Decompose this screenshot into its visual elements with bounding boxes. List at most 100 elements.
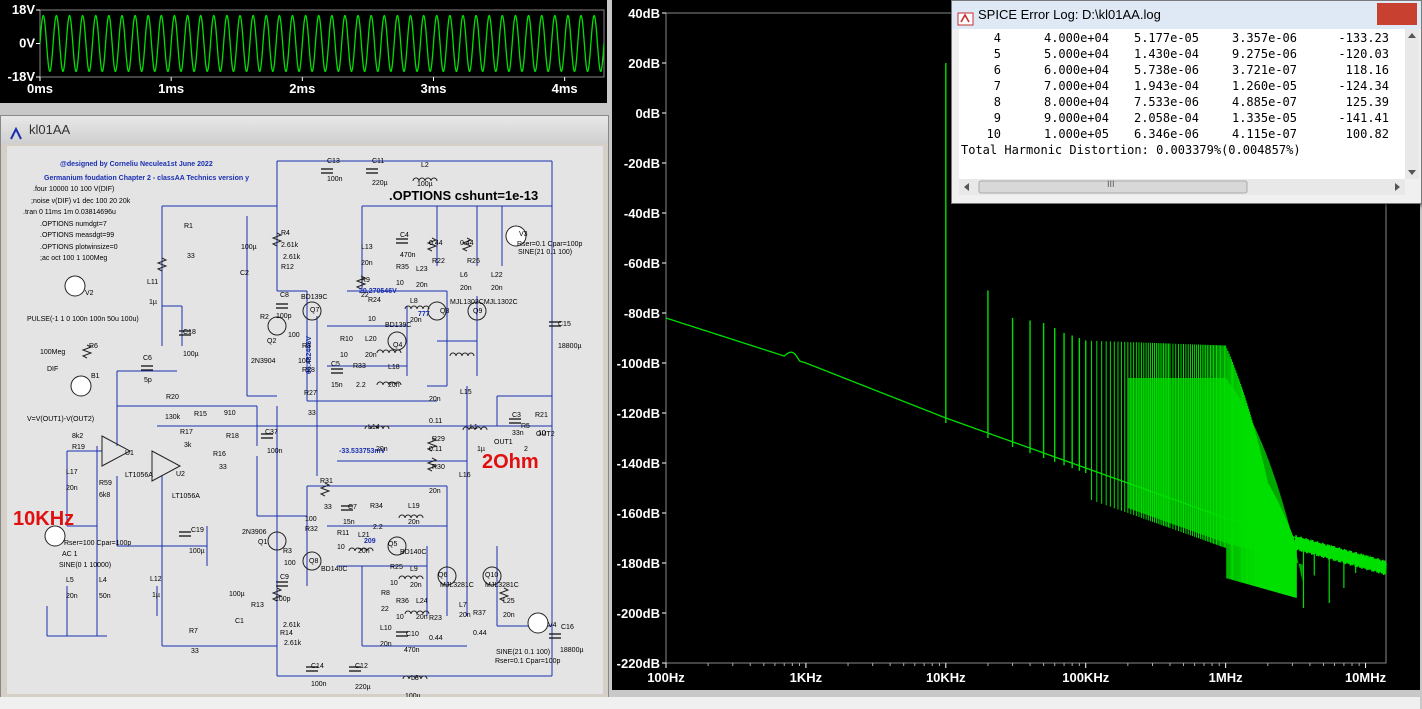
voltage-source-symbol <box>64 275 86 297</box>
schematic-component-label: R36 <box>396 598 409 605</box>
schematic-component-label: 2.61k <box>283 254 301 261</box>
schematic-component-label: V2 <box>85 290 94 297</box>
schematic-component-label: L7 <box>459 602 467 609</box>
schematic-component-label: C11 <box>372 158 385 165</box>
schematic-subtitle: Germanium foudation Chapter 2 - classAA … <box>44 175 249 182</box>
transistor-symbol <box>387 331 407 351</box>
schematic-component-label: R12 <box>281 264 294 271</box>
schematic-component-label: C10 <box>406 631 419 638</box>
schematic-component-label: C19 <box>191 527 204 534</box>
resistor-symbol <box>271 587 283 602</box>
inductor-symbol <box>404 610 430 615</box>
schematic-component-label: 100 <box>305 516 317 523</box>
fft-spectrum-chart: 40dB20dB0dB-20dB-40dB-60dB-80dB-100dB-12… <box>617 6 1387 685</box>
schematic-component-label: R17 <box>180 429 193 436</box>
schematic-component-label: BD140C <box>321 566 348 573</box>
schematic-component-label: R7 <box>189 628 198 635</box>
schematic-component-label: 18800µ <box>558 343 582 350</box>
log-vertical-scrollbar[interactable] <box>1405 29 1419 179</box>
resistor-symbol <box>426 457 438 472</box>
schematic-component-label: R20 <box>166 394 179 401</box>
log-horizontal-scrollbar[interactable]: III <box>959 179 1405 195</box>
schematic-component-label: 20n <box>416 282 428 289</box>
fft-y-tick-label: -60dB <box>624 256 660 271</box>
schematic-canvas[interactable]: @designed by Corneliu Neculea1st June 20… <box>7 146 603 700</box>
schematic-component-label: R10 <box>340 336 353 343</box>
schematic-component-label: 33n <box>512 430 524 437</box>
node-label-209: 209 <box>364 538 376 545</box>
schematic-component-label: Q1 <box>258 539 268 546</box>
fft-y-tick-label: -220dB <box>617 656 660 671</box>
log-titlebar[interactable]: SPICE Error Log: D:\kl01AA.log <box>952 1 1421 29</box>
schematic-component-label: Q10 <box>485 572 499 579</box>
schematic-component-label: 0.44 <box>429 240 443 247</box>
schematic-component-label: L1 <box>470 424 478 431</box>
voltage-source-symbol <box>70 375 92 397</box>
frequency-annotation: 10KHz <box>13 508 75 530</box>
harmonic-table-cell: 118.16 <box>1345 63 1389 77</box>
schematic-component-label: R32 <box>305 526 318 533</box>
harmonic-table-cell: -133.23 <box>1338 31 1389 45</box>
schematic-component-label: R19 <box>72 444 85 451</box>
schematic-component-label: 18800µ <box>560 647 584 654</box>
schematic-component-label: U2 <box>176 471 185 478</box>
fft-y-tick-label: 20dB <box>628 56 660 71</box>
harmonic-table-cell: 1.260e-05 <box>1231 79 1297 93</box>
schematic-component-label: R2 <box>260 314 269 321</box>
schematic-component-label: 10 <box>396 280 404 287</box>
schematic-component-label: LT1056A <box>172 493 200 500</box>
transient-x-tick-label: 1ms <box>158 81 184 96</box>
resistor-symbol <box>81 344 93 359</box>
schematic-component-label: 20n <box>460 285 472 292</box>
spice-directive: .OPTIONS numdgt=7 <box>40 220 107 228</box>
schematic-component-label: L14 <box>368 424 380 431</box>
schematic-component-label: BD139C <box>301 294 328 301</box>
schematic-component-label: 470n <box>400 252 416 259</box>
dif-expression-label: V=V(OUT1)-V(OUT2) <box>27 416 95 423</box>
fft-tail-trace <box>1294 535 1387 575</box>
schematic-component-label: C2 <box>240 270 249 277</box>
close-icon[interactable] <box>1377 3 1417 25</box>
schematic-component-label: R8 <box>381 590 390 597</box>
schematic-component-label: 100µ <box>405 693 421 700</box>
schematic-component-label: C1 <box>235 618 244 625</box>
fft-y-tick-label: -20dB <box>624 156 660 171</box>
thd-result: Total Harmonic Distortion: 0.003379%(0.0… <box>961 143 1301 157</box>
inductor-symbol <box>404 305 430 310</box>
node-label-777: 777 <box>418 311 430 318</box>
schematic-component-label: 2.61k <box>283 622 301 629</box>
input-sine-source-label: SINE(0 1 10000) <box>59 562 112 569</box>
harmonic-table-cell: 10 <box>986 127 1001 141</box>
load-annotation: 2Ohm <box>482 451 539 473</box>
schematic-component-label: 15n <box>331 382 343 389</box>
schematic-component-label: 20n <box>410 582 422 589</box>
spice-directive: .tran 0 11ms 1m 0.03814696u <box>23 209 116 216</box>
schematic-component-label: MJL3281C <box>440 582 474 589</box>
schematic-component-label: 2.2 <box>373 524 383 531</box>
schematic-component-label: 5p <box>144 377 152 384</box>
pulse-source-label: PULSE(-1 1 0 100n 100n 50u 100u) <box>27 316 139 323</box>
schematic-titlebar[interactable]: kl01AA <box>1 116 608 144</box>
fft-y-tick-label: -180dB <box>617 556 660 571</box>
schematic-component-label: 20n <box>459 612 471 619</box>
schematic-component-label: 10 <box>340 352 348 359</box>
schematic-component-label: 22 <box>361 292 369 299</box>
schematic-component-label: 2N3904 <box>251 358 276 365</box>
schematic-component-label: 10 <box>368 316 376 323</box>
schematic-component-label: R16 <box>213 451 226 458</box>
schematic-window[interactable]: kl01AA @designed by Corneliu Neculea1st … <box>0 115 609 700</box>
node-voltage-negative: -33.533753mV <box>339 448 386 455</box>
schematic-component-label: R23 <box>429 615 442 622</box>
schematic-component-label: 220µ <box>355 684 371 691</box>
harmonic-table-cell: 6.000e+04 <box>1043 63 1109 77</box>
schematic-component-label: Q7 <box>310 307 320 314</box>
schematic-component-label: C15 <box>558 321 571 328</box>
schematic-component-label: C14 <box>311 663 324 670</box>
fft-y-tick-label: -100dB <box>617 356 660 371</box>
schematic-component-label: 2N3906 <box>242 529 267 536</box>
schematic-component-label: Q3 <box>440 308 450 315</box>
